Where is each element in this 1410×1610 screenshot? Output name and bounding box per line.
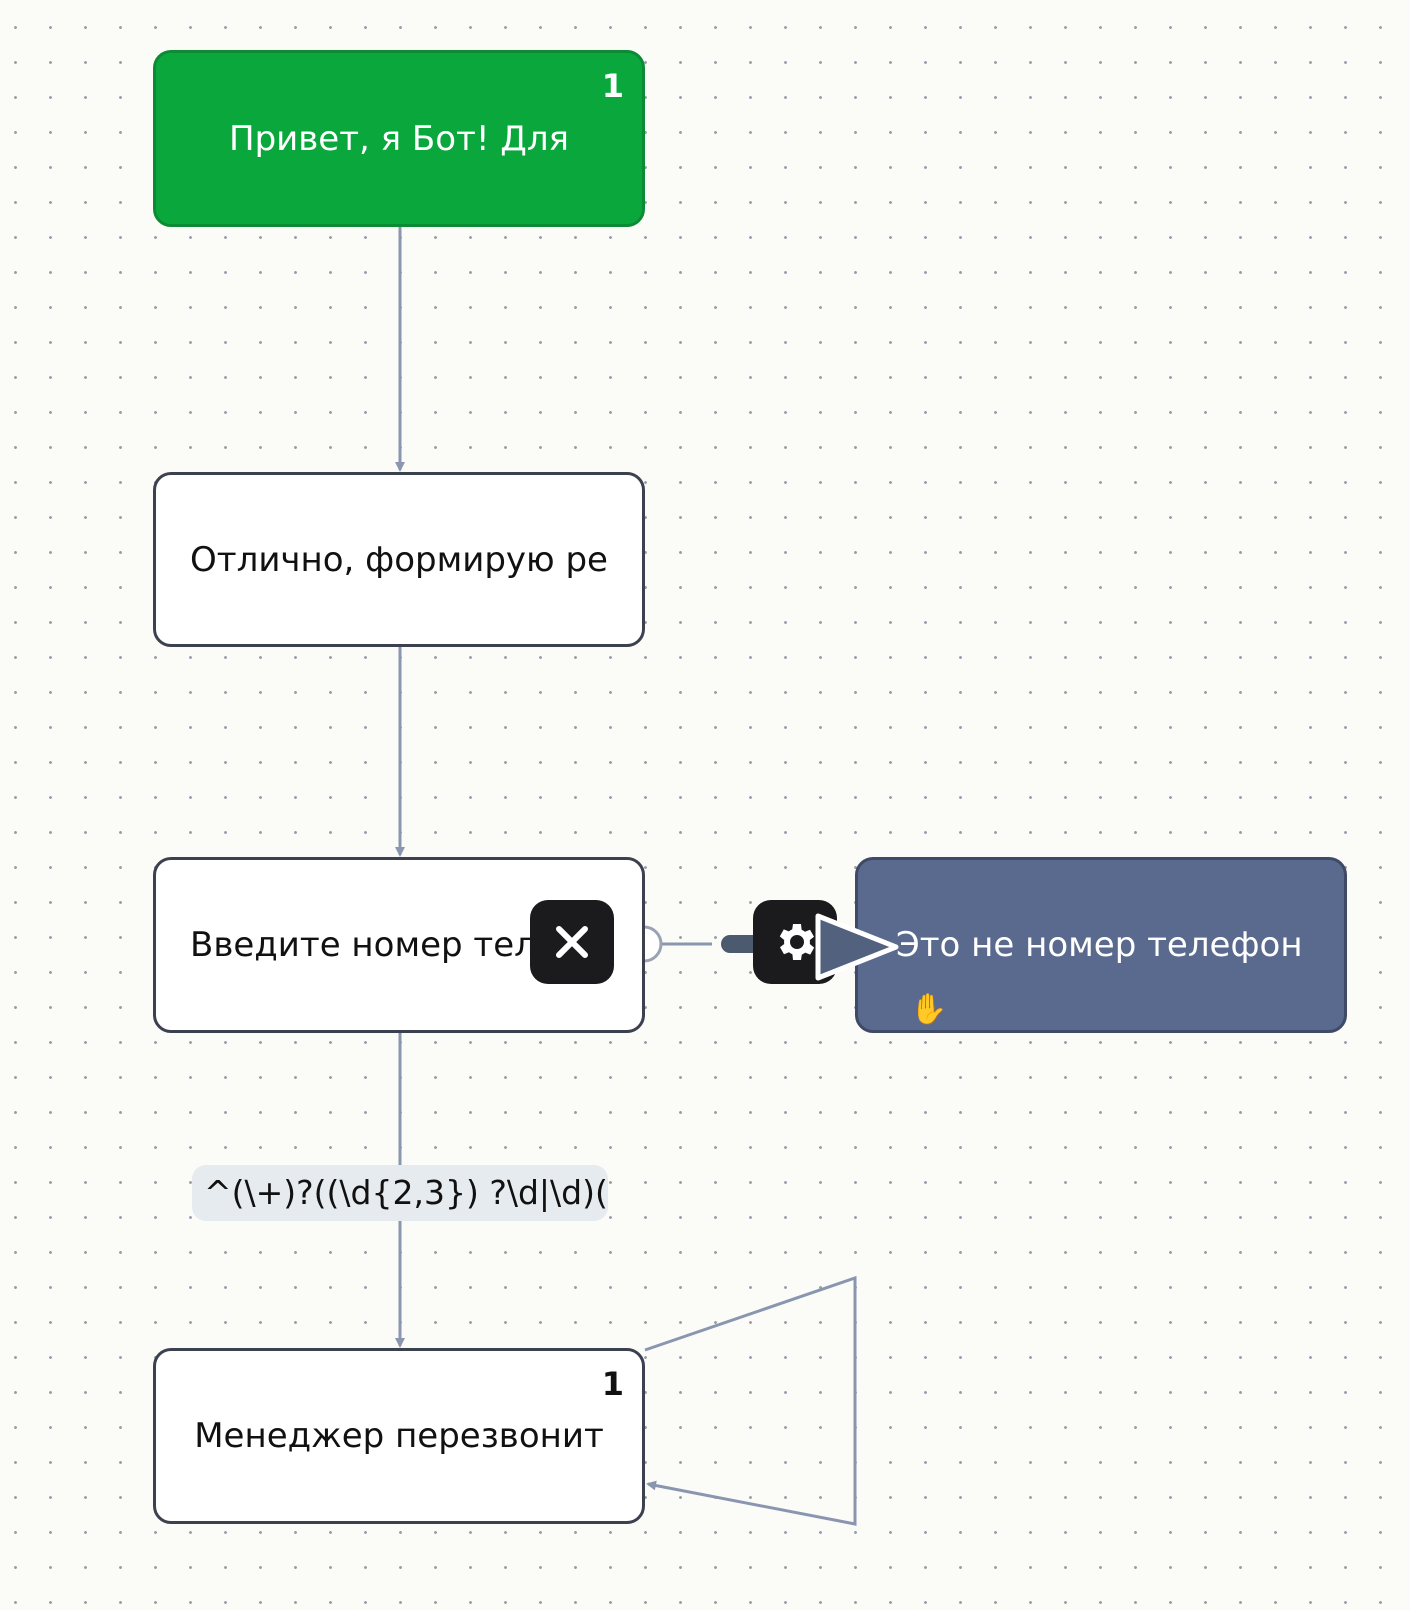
node-text: Отлично, формирую ре	[190, 539, 608, 580]
node-badge: 1	[601, 67, 624, 105]
edge-label-regex[interactable]: ^(\+)?((\d{2,3}) ?\d|\d)((	[192, 1165, 608, 1221]
arrow-head-icon	[815, 913, 899, 981]
close-icon	[556, 926, 588, 958]
node-text: Введите номер тел	[190, 925, 536, 965]
node-badge: 1	[601, 1365, 624, 1403]
delete-button[interactable]	[530, 900, 614, 984]
node-forming[interactable]: Отлично, формирую ре	[153, 472, 645, 647]
node-manager-callback[interactable]: 1 Менеджер перезвонит	[153, 1348, 645, 1524]
hand-cursor-icon: ✋	[910, 992, 948, 1027]
node-start[interactable]: 1 Привет, я Бот! Для	[153, 50, 645, 227]
node-text: Менеджер перезвонит	[194, 1416, 604, 1456]
node-text: Привет, я Бот! Для	[229, 118, 569, 159]
edge-5-loop[interactable]	[644, 1275, 857, 1526]
node-not-phone[interactable]: Это не номер телефон ✋	[855, 857, 1347, 1033]
gear-icon	[779, 924, 815, 960]
node-text: Это не номер телефон	[896, 925, 1303, 965]
